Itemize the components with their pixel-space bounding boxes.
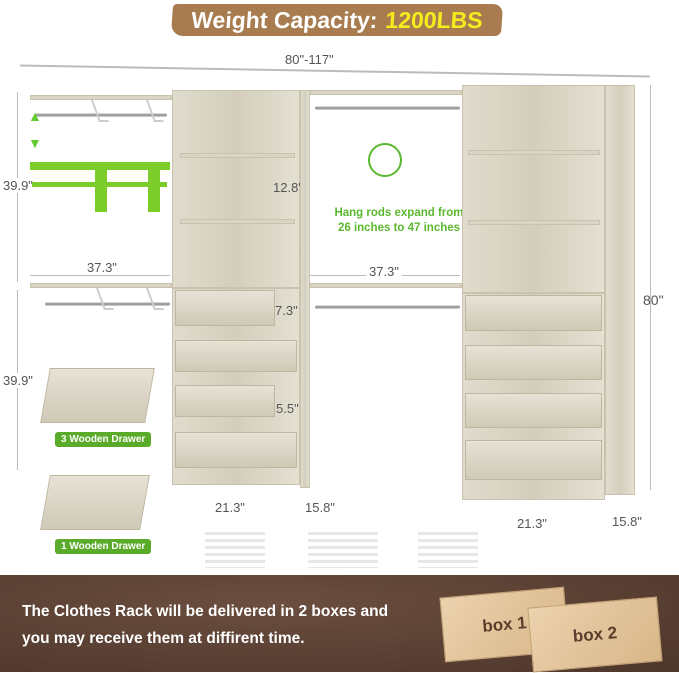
left-top-shelf	[30, 95, 172, 100]
box-2-label: box 2	[572, 622, 618, 646]
left-upper-rod	[35, 113, 167, 117]
banner-value: 1200LBS	[384, 6, 484, 33]
adjustable-shelf-icon	[30, 162, 170, 170]
left-rod-width-label: 37.3"	[84, 260, 120, 275]
drawer	[175, 340, 297, 372]
total-width-line	[20, 64, 650, 78]
bracket	[95, 288, 115, 310]
left-tower-depth-label: 15.8"	[305, 500, 335, 515]
left-tower-width-label: 21.3"	[215, 500, 245, 515]
shelf	[180, 153, 295, 158]
height-line	[650, 85, 651, 490]
middle-lower-shelf	[310, 283, 462, 288]
middle-panel	[300, 90, 310, 488]
three-drawer-label: 3 Wooden Drawer	[55, 432, 152, 447]
top-drawer-height-label: 7.3"	[275, 303, 298, 318]
drawer-height-label: 5.5"	[276, 401, 299, 416]
drawer	[465, 345, 602, 380]
right-tower-side	[605, 85, 635, 495]
left-lower-rod	[45, 302, 170, 306]
shelf	[180, 219, 295, 224]
drawer	[175, 385, 275, 417]
box-1-label: box 1	[481, 612, 528, 636]
middle-top-shelf	[310, 90, 462, 95]
drawer	[465, 440, 602, 480]
upper-height-label: 39.9"	[3, 178, 33, 193]
bracket	[90, 100, 110, 122]
middle-rod-width-label: 37.3"	[366, 264, 402, 279]
rod-expand-icon	[368, 143, 402, 177]
top-drawer	[175, 290, 275, 326]
height-label: 80"	[643, 292, 664, 308]
arrow-up-icon: ▲	[28, 108, 42, 124]
left-rod-width-line	[30, 275, 170, 276]
delivery-line-1: The Clothes Rack will be delivered in 2 …	[22, 603, 389, 620]
shelf-spacing-label: 12.8"	[273, 180, 303, 195]
right-tower-depth-label: 15.8"	[612, 514, 642, 529]
delivery-text: The Clothes Rack will be delivered in 2 …	[22, 598, 388, 652]
middle-lower-rod	[315, 305, 460, 309]
total-width-label: 80"-117"	[285, 52, 334, 67]
configuration-thumbnail	[205, 532, 265, 568]
banner-label: Weight Capacity:	[190, 6, 379, 33]
delivery-line-2: you may receive them at diffirent time.	[22, 630, 305, 647]
drawer	[175, 432, 297, 468]
box-2: box 2	[527, 596, 663, 673]
configuration-thumbnail	[308, 532, 378, 568]
weight-capacity-banner: Weight Capacity: 1200LBS	[170, 4, 504, 36]
one-drawer-label: 1 Wooden Drawer	[55, 539, 152, 554]
lower-height-label: 39.9"	[3, 373, 33, 388]
shelf	[468, 220, 600, 225]
arrow-down-icon: ▼	[28, 135, 42, 151]
right-tower-width-label: 21.3"	[517, 516, 547, 531]
left-lower-shelf	[30, 283, 172, 288]
drawer	[465, 393, 602, 428]
one-drawer-image	[40, 475, 150, 530]
three-drawer-image	[40, 368, 155, 423]
configuration-thumbnail	[418, 532, 478, 568]
top-drawer	[465, 295, 602, 331]
bracket	[145, 288, 165, 310]
rod-expand-callout: Hang rods expand from 26 inches to 47 in…	[334, 207, 464, 234]
adjustable-bracket-icon	[95, 170, 107, 212]
left-tower-upper	[172, 90, 300, 288]
bracket	[145, 100, 165, 122]
adjustable-bracket-icon	[148, 170, 160, 212]
right-tower-upper	[462, 85, 605, 293]
middle-upper-rod	[315, 106, 460, 110]
shelf	[468, 150, 600, 155]
